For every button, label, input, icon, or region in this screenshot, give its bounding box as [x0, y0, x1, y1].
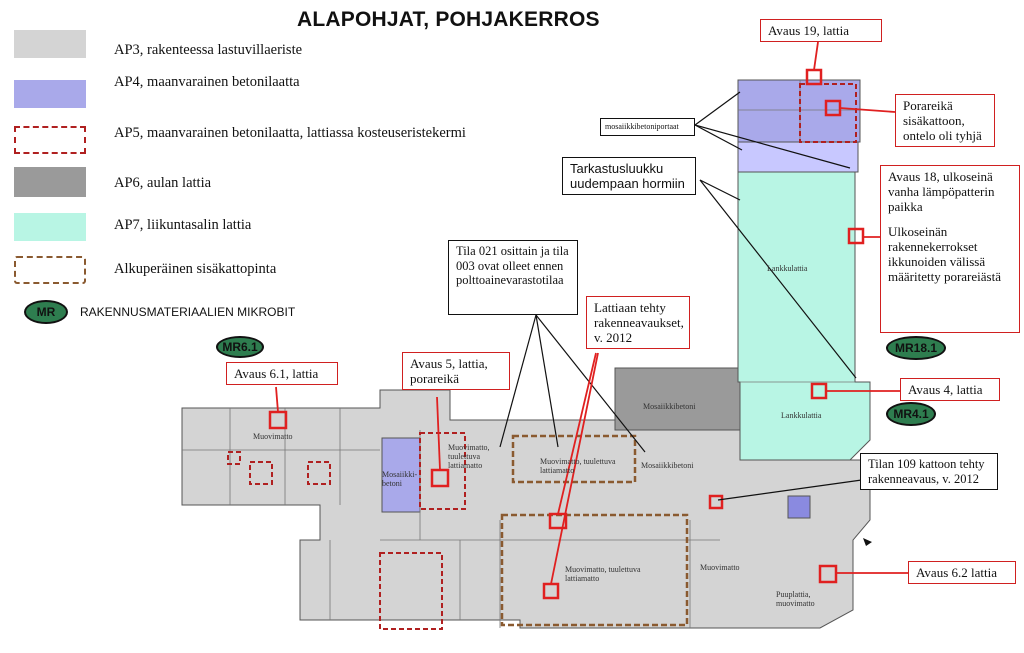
- plan-label-puuplattia: Puuplattia, muovimatto: [776, 590, 815, 608]
- plan-label-mosaiikkibetoni-1: Mosaiikkibetoni: [641, 461, 694, 470]
- plan-label-muovimatto-tuul-2: Muovimatto, tuulettuva lattiamatto: [540, 457, 616, 475]
- plan-label-mosaiikkibetoni-2: Mosaiikkibetoni: [643, 402, 696, 411]
- legend-swatch-ap4: [14, 80, 86, 108]
- plan-label-muovimatto-tuul-3: Muovimatto, tuulettuva lattiamatto: [565, 565, 641, 583]
- note-avaus-19: Avaus 19, lattia: [760, 19, 882, 42]
- badge-mr18-1: MR18.1: [886, 336, 946, 360]
- legend-label-original-ceiling: Alkuperäinen sisäkattopinta: [114, 261, 277, 277]
- plan-label-lankkulattia-2: Lankkulattia: [781, 411, 822, 420]
- note-avaus-18-text: Avaus 18, ulkoseinä vanha lämpöpatterin …: [888, 169, 995, 214]
- note-avaus-4: Avaus 4, lattia: [900, 378, 1000, 401]
- plan-north-marker: [863, 538, 872, 546]
- plan-zones-ap5: [227, 83, 857, 630]
- plan-zone-ap6: [614, 367, 741, 431]
- note-tila-021: Tila 021 osittain ja tila 003 ovat ollee…: [448, 240, 578, 315]
- plan-original-ceiling: [500, 434, 689, 627]
- legend-label-ap3: AP3, rakenteessa lastuvillaeriste: [114, 42, 303, 58]
- plan-leader-lines: [499, 91, 877, 501]
- plan-base-ap3: [181, 389, 871, 629]
- note-avaus-6-2: Avaus 6.2 lattia: [908, 561, 1016, 584]
- note-avaus-5: Avaus 5, lattia, porareikä: [402, 352, 510, 390]
- plan-label-muovimatto-2: Muovimatto: [700, 563, 740, 572]
- plan-zone-ap4-left: [381, 437, 421, 513]
- legend-swatch-ap6: [14, 167, 86, 197]
- note-tarkastusluukku: Tarkastusluukku uudempaan hormiin: [562, 157, 696, 195]
- legend-swatch-original-ceiling: [14, 256, 86, 284]
- note-avaus-6-1: Avaus 6.1, lattia: [226, 362, 338, 385]
- plan-label-mosaiikki-betoni: Mosaiikki-betoni: [382, 470, 418, 488]
- plan-label-muovimatto-tuul-1: Muovimatto, tuulettuva lattiamatto: [448, 443, 490, 470]
- note-porareika: Porareikä sisäkattoon, ontelo oli tyhjä: [895, 94, 995, 147]
- badge-mr4-1: MR4.1: [886, 402, 936, 426]
- plan-stairs-top: [737, 141, 859, 173]
- legend-label-ap7: AP7, liikuntasalin lattia: [114, 217, 252, 233]
- note-ulkoseina-text: Ulkoseinän rakennekerrokset ikkunoiden v…: [888, 224, 1001, 284]
- legend-swatch-ap7: [14, 213, 86, 241]
- note-lattiaan: Lattiaan tehty rakenneavaukset, v. 2012: [586, 296, 690, 349]
- legend-mr-symbol: MR: [24, 300, 68, 324]
- legend-label-mr: RAKENNUSMATERIAALIEN MIKROBIT: [80, 305, 296, 319]
- plan-callout-lines: [275, 41, 908, 585]
- page-title: ALAPOHJAT, POHJAKERROS: [297, 8, 600, 31]
- note-avaus-18: Avaus 18, ulkoseinä vanha lämpöpatterin …: [880, 165, 1020, 333]
- plan-zone-ap7: [737, 141, 871, 461]
- legend-label-ap4: AP4, maanvarainen betonilaatta: [114, 74, 300, 90]
- note-tila-109: Tilan 109 kattoon tehty rakenneavaus, v.…: [860, 453, 998, 490]
- plan-label-lankkulattia-1: Lankkulattia: [767, 264, 808, 273]
- badge-mr6-1: MR6.1: [216, 336, 264, 358]
- plan-label-muovimatto-1: Muovimatto: [253, 432, 293, 441]
- note-mosaiikkibetoniportaat: mosaiikkibetoniportaat: [600, 118, 695, 136]
- legend-swatch-ap3: [14, 30, 86, 58]
- legend-label-ap6: AP6, aulan lattia: [114, 175, 212, 191]
- plan-zone-ap4-small: [787, 495, 811, 519]
- legend-label-ap5: AP5, maanvarainen betonilaatta, lattiass…: [114, 125, 466, 141]
- legend-swatch-ap5: [14, 126, 86, 154]
